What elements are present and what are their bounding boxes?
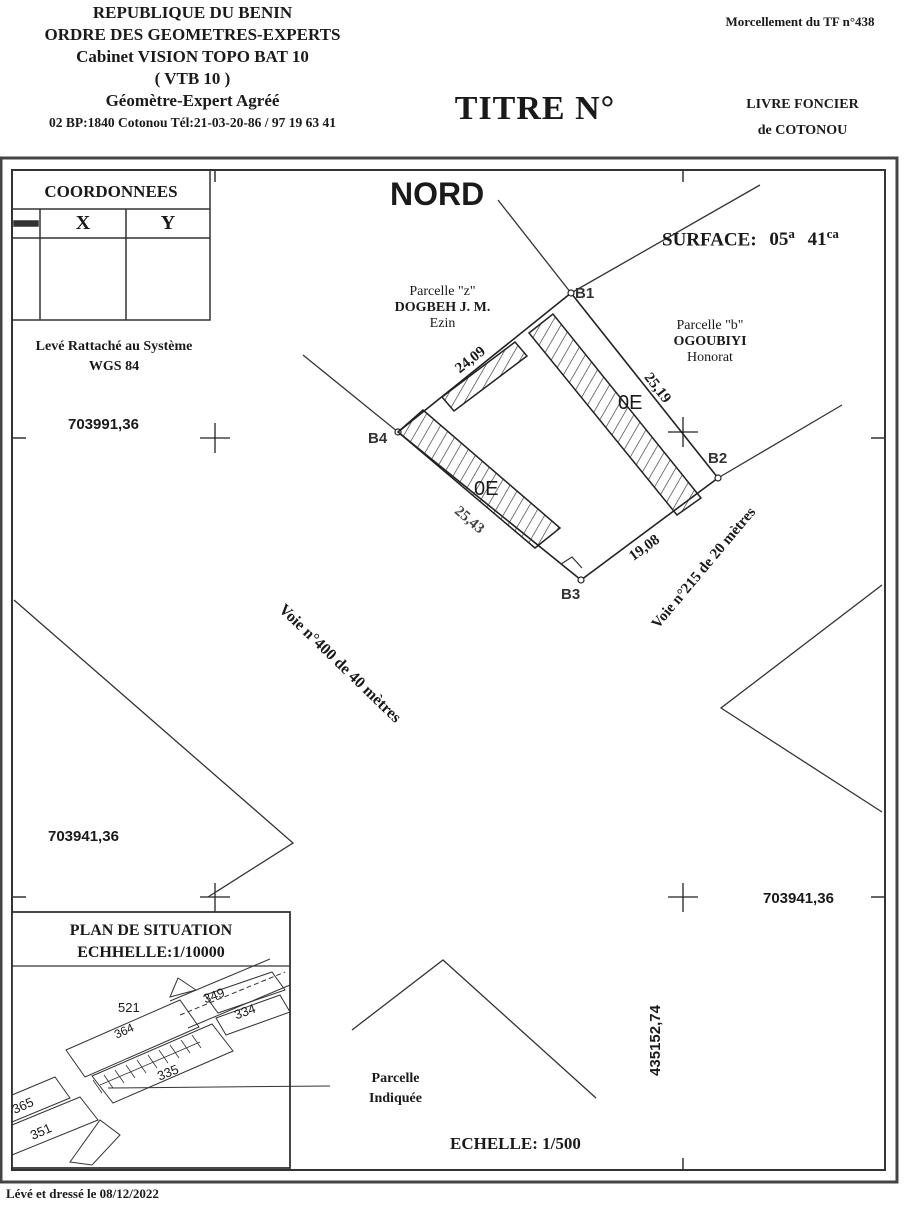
parcel-b-name: Parcelle "b" (676, 318, 744, 333)
coords-col-x: X (75, 212, 91, 234)
header-republic: REPUBLIQUE DU BENIN (92, 3, 293, 22)
morcellement-label: Morcellement du TF n°438 (725, 14, 875, 29)
survey-date: Lévé et dressé le 08/12/2022 (6, 1186, 159, 1201)
coord-x-bottom: 435152,74 (646, 1005, 664, 1076)
livre-foncier: LIVRE FONCIER de COTONOU (720, 92, 885, 144)
indicated-leader-line (107, 1085, 331, 1089)
point-b3: B3 (561, 586, 581, 603)
header-code: ( VTB 10 ) (154, 69, 231, 88)
setback-strip-right (527, 312, 703, 517)
plan-scale: ECHELLE: 1/500 (450, 1134, 581, 1153)
surface-are-value: 05 (769, 229, 789, 251)
situation-header: PLAN DE SITUATION ECHHELLE:1/10000 (12, 920, 290, 964)
parcel-z-owner: DOGBEH J. M. (394, 300, 491, 315)
frame-ticks (12, 170, 885, 1170)
header-role: Géomètre-Expert Agréé (105, 91, 280, 110)
situation-lot-521: 521 (118, 1000, 140, 1015)
situation-title: PLAN DE SITUATION (69, 922, 233, 939)
dimension-block-top (440, 340, 529, 413)
surface-label: SURFACE: (662, 229, 757, 251)
parcel-z-first-name: Ezin (429, 316, 456, 331)
parcel-z-label: Parcelle "z" DOGBEH J. M. Ezin (360, 284, 525, 332)
coords-table-frame (11, 169, 211, 321)
livre-foncier-line1: LIVRE FONCIER (746, 97, 859, 112)
right-angle-mark (560, 556, 583, 569)
road-lines (13, 184, 883, 1099)
header-order: ORDRE DES GEOMETRES-EXPERTS (44, 25, 341, 44)
livre-foncier-line2: de COTONOU (757, 123, 848, 138)
setback-label-left: 0E (474, 478, 499, 500)
indicated-parcel-label: Parcelle Indiquée (338, 1069, 453, 1109)
header-address: 02 BP:1840 Cotonou Tél:21-03-20-86 / 97 … (49, 115, 336, 130)
coords-col-y: Y (160, 212, 176, 234)
point-b2: B2 (708, 450, 728, 467)
parcel-b-first-name: Honorat (687, 350, 733, 365)
grid-crosses (200, 417, 698, 912)
indicated-parcel-line2: Indiquée (369, 1091, 422, 1106)
situation-scale: ECHHELLE:1/10000 (77, 944, 225, 961)
parcel-z-name: Parcelle "z" (409, 284, 476, 299)
page-title: TITRE N° (454, 90, 616, 127)
situation-plan-box (11, 911, 331, 1169)
north-label: NORD (390, 176, 485, 212)
header-block: REPUBLIQUE DU BENIN ORDRE DES GEOMETRES-… (20, 2, 365, 134)
indicated-parcel-line1: Parcelle (371, 1071, 420, 1086)
coord-y-mid-left: 703941,36 (48, 828, 119, 845)
situation-map (11, 958, 291, 1166)
surface-ca-unit: ca (826, 226, 839, 241)
coord-y-top-left: 703991,36 (68, 416, 139, 433)
point-b4: B4 (368, 430, 388, 447)
header-cabinet: Cabinet VISION TOPO BAT 10 (76, 47, 309, 66)
setback-label-right: 0E (618, 392, 643, 414)
reference-system: Levé Rattaché au Système WGS 84 (14, 337, 214, 377)
outer-frame (0, 156, 899, 1184)
reference-system-line2: WGS 84 (88, 359, 140, 374)
surface-info: SURFACE: 05a 41ca (662, 226, 839, 251)
inner-frame (11, 169, 886, 1171)
point-b1: B1 (575, 285, 595, 302)
coord-y-mid-right: 703941,36 (763, 890, 834, 907)
surface-ca-value: 41 (807, 229, 827, 251)
parcel-b-owner: OGOUBIYI (673, 334, 747, 349)
surface-are-unit: a (788, 226, 795, 241)
reference-system-line1: Levé Rattaché au Système (35, 339, 193, 354)
north-arrow (497, 199, 572, 294)
parcel-b-label: Parcelle "b" OGOUBIYI Honorat (640, 318, 780, 366)
coords-table-title: COORDONNEES (44, 182, 178, 201)
setback-strip-left (396, 409, 562, 549)
